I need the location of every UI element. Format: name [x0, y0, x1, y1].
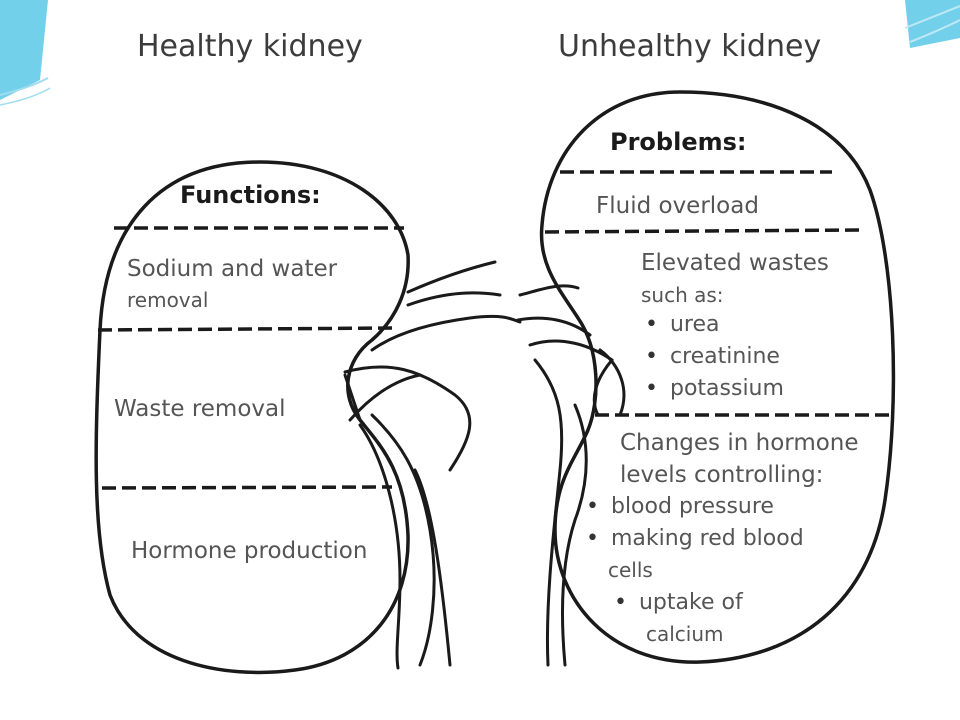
- hormone-item-calcium: uptake of: [614, 592, 743, 614]
- unhealthy-kidney-title: Unhealthy kidney: [558, 29, 822, 64]
- healthy-kidney-outline: [94, 160, 410, 675]
- healthy-kidney-title: Healthy kidney: [137, 29, 363, 64]
- functions-heading: Functions:: [180, 181, 321, 209]
- healthy-section-sodium-line1: Sodium and water: [127, 256, 338, 282]
- unhealthy-wastes-line2: such as:: [641, 283, 724, 307]
- hormone-item-red-blood: making red blood: [586, 528, 804, 550]
- corner-decoration-top-left: [0, 0, 51, 106]
- waste-item-creatinine: creatinine: [645, 346, 780, 368]
- unhealthy-hormone-line2: levels controlling:: [620, 462, 824, 488]
- corner-decoration-top-right: [904, 0, 960, 48]
- unhealthy-kidney-outline: [539, 90, 896, 664]
- hormone-item-blood-pressure: blood pressure: [586, 496, 774, 518]
- waste-item-urea: urea: [645, 314, 720, 336]
- healthy-section-hormone: Hormone production: [131, 538, 368, 564]
- healthy-section-waste: Waste removal: [114, 396, 286, 422]
- healthy-section-sodium-line2: removal: [127, 288, 209, 312]
- waste-item-potassium: potassium: [645, 378, 784, 400]
- hormone-item-calcium-cont: calcium: [646, 622, 724, 646]
- healthy-divider-3: [101, 485, 393, 490]
- unhealthy-wastes-line1: Elevated wastes: [641, 250, 829, 276]
- unhealthy-vessels: [516, 284, 626, 667]
- unhealthy-section-fluid: Fluid overload: [596, 193, 759, 219]
- unhealthy-hormone-line1: Changes in hormone: [620, 430, 859, 456]
- unhealthy-divider-2: [544, 228, 863, 234]
- problems-heading: Problems:: [610, 128, 747, 156]
- healthy-divider-2: [97, 326, 399, 332]
- hormone-item-red-blood-cont: cells: [608, 558, 653, 582]
- healthy-vessels: [343, 260, 522, 670]
